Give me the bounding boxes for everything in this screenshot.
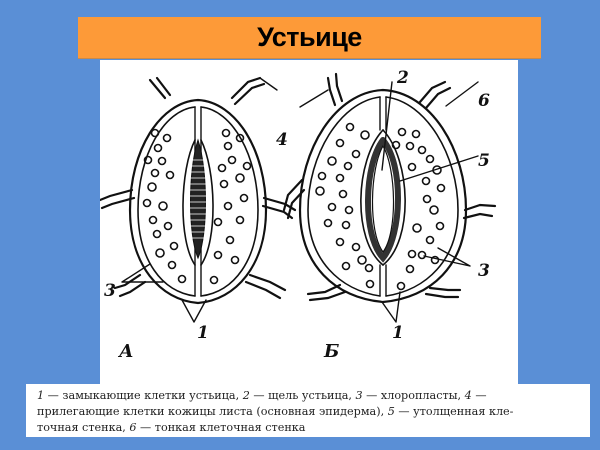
label-b-3: 3: [478, 261, 490, 281]
legend-line-3: точная стенка, 6 — тонкая клеточная стен…: [37, 421, 306, 434]
label-a-1: 1: [197, 323, 209, 343]
label-b-2: 2: [396, 68, 409, 88]
slide-title: Устьице: [257, 22, 362, 52]
stoma-open-drawing: [282, 72, 497, 323]
legend-line-1: 1 — замыкающие клетки устьица, 2 — щель …: [37, 389, 487, 402]
label-panel-a: А: [117, 341, 134, 362]
title-bar: Устьице: [78, 17, 541, 59]
stoma-closed-drawing: [100, 76, 297, 323]
label-b-5: 5: [478, 151, 490, 171]
label-a-4: 4: [276, 130, 288, 150]
label-panel-b: Б: [323, 341, 339, 362]
figure-legend: 1 — замыкающие клетки устьица, 2 — щель …: [26, 384, 590, 437]
figure-panel: 4 3 1 А 2 6 5 3 1 Б: [100, 60, 518, 384]
label-b-1: 1: [392, 323, 404, 343]
legend-line-2: прилегающие клетки кожицы листа (основна…: [37, 405, 514, 418]
stomata-diagram: 4 3 1 А 2 6 5 3 1 Б: [100, 68, 497, 362]
label-b-6: 6: [478, 91, 490, 111]
label-a-3: 3: [104, 281, 116, 301]
